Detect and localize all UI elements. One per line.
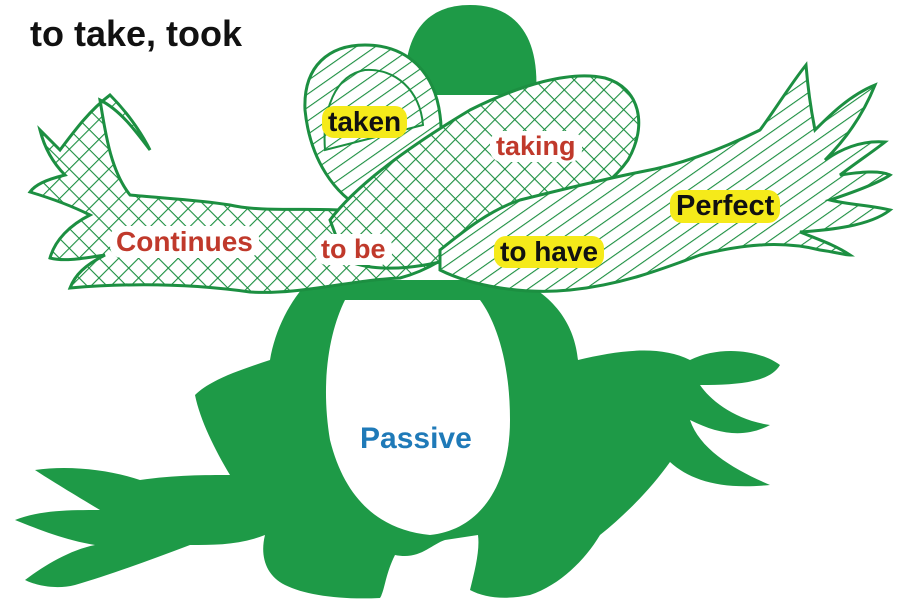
label-continues: Continues [110, 226, 259, 258]
frog-legs [15, 280, 780, 599]
label-taking: taking [490, 131, 582, 162]
diagram-title: to take, took [30, 13, 243, 54]
frog-head [404, 5, 537, 95]
label-taken: taken [322, 106, 408, 138]
label-to-be: to be [315, 234, 392, 265]
frog-right-arm [438, 61, 894, 293]
label-to-have: to have [494, 236, 605, 268]
label-passive: Passive [360, 422, 472, 455]
label-perfect: Perfect [670, 190, 781, 223]
